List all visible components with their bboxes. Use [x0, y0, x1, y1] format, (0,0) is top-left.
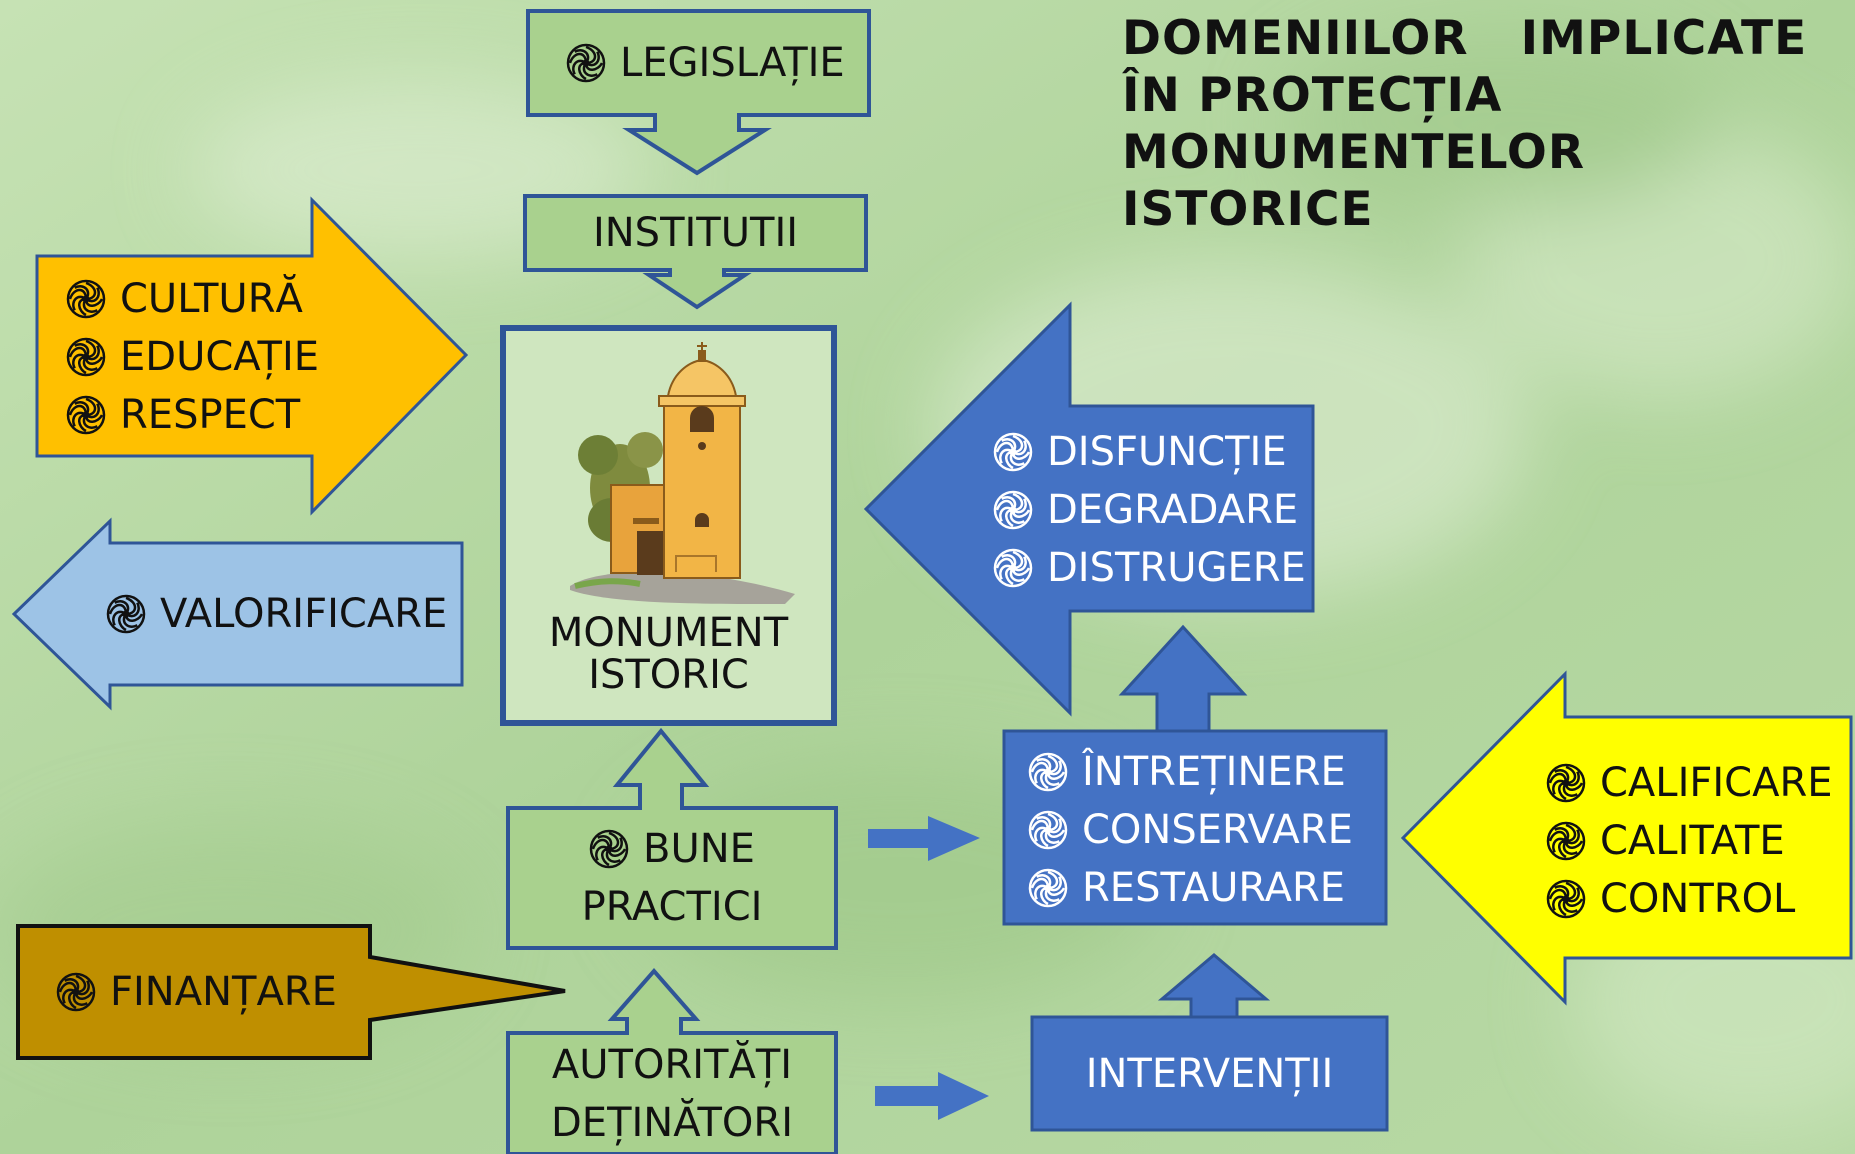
valorificare-text: VALORIFICARE	[160, 591, 448, 637]
interventii-up-arrow	[1157, 953, 1271, 1019]
monument-line: ISTORIC	[588, 652, 749, 698]
title-line: ÎN PROTECȚIA	[1122, 68, 1503, 123]
bune-to-intretinere-arrow	[868, 816, 980, 861]
church-illustration	[570, 342, 795, 604]
legislatie-label: LEGISLAȚIE	[566, 34, 845, 92]
intretinere-list: ÎNTREȚINERE CONSERVARE RESTAURARE	[1028, 743, 1353, 917]
swirl-bullet-icon	[1028, 752, 1068, 792]
autoritati-to-interventii-arrow	[875, 1072, 989, 1120]
degradare-item-text: DEGRADARE	[1047, 487, 1299, 533]
interventii-label: INTERVENȚII	[1032, 1045, 1387, 1103]
swirl-bullet-icon	[66, 395, 106, 435]
bune-text: BUNE	[643, 826, 755, 872]
list-item: EDUCAȚIE	[66, 328, 319, 386]
bune-practici-box	[506, 727, 838, 950]
list-item: CULTURĂ	[66, 270, 319, 328]
institutii-label: INSTITUTII	[525, 204, 866, 262]
swirl-bullet-icon	[566, 43, 606, 83]
disfunctie-item-text: DISFUNCȚIE	[1047, 429, 1287, 475]
autoritati-line: AUTORITĂȚI	[551, 1042, 793, 1088]
swirl-bullet-icon	[993, 548, 1033, 588]
respect-item-text: RESPECT	[120, 392, 301, 438]
list-item: CONSERVARE	[1028, 801, 1353, 859]
swirl-bullet-icon	[56, 972, 96, 1012]
conservare-item-text: CONSERVARE	[1082, 807, 1353, 853]
list-item: CALITATE	[1546, 812, 1833, 870]
legislatie-box	[526, 9, 871, 176]
valorificare-label: VALORIFICARE	[106, 585, 447, 643]
finantare-text: FINANȚARE	[110, 969, 337, 1015]
list-item: RESTAURARE	[1028, 859, 1353, 917]
title-line: MONUMENTELOR	[1122, 125, 1586, 180]
disfunctie-list: DISFUNCȚIE DEGRADARE DISTRUGERE	[993, 423, 1306, 597]
list-item: DEGRADARE	[993, 481, 1306, 539]
swirl-bullet-icon	[66, 279, 106, 319]
finantare-label: FINANȚARE	[56, 963, 337, 1021]
intretinere-box	[1002, 729, 1388, 926]
finantare-arrow	[16, 924, 566, 1060]
interventii-box	[1030, 1015, 1389, 1132]
swirl-bullet-icon	[993, 432, 1033, 472]
swirl-bullet-icon	[1546, 821, 1586, 861]
swirl-bullet-icon	[1028, 868, 1068, 908]
restaurare-item-text: RESTAURARE	[1082, 865, 1346, 911]
intretinere-up-arrow	[1118, 624, 1248, 733]
autoritati-box	[506, 967, 838, 1154]
monument-line: MONUMENT	[548, 610, 789, 656]
institutii-box	[523, 194, 868, 310]
institutii-text: INSTITUTII	[592, 210, 799, 256]
calificare-list: CALIFICARE CALITATE CONTROL	[1546, 754, 1833, 928]
disfunctie-arrow	[863, 301, 1315, 717]
list-item: CONTROL	[1546, 870, 1833, 928]
swirl-bullet-icon	[1546, 879, 1586, 919]
distrugere-item-text: DISTRUGERE	[1047, 545, 1306, 591]
list-item: CALIFICARE	[1546, 754, 1833, 812]
cultura-arrow	[35, 196, 469, 516]
educatie-item-text: EDUCAȚIE	[120, 334, 320, 380]
autoritati-label: AUTORITĂȚI DEȚINĂTORI	[508, 1036, 836, 1152]
cultura-list: CULTURĂ EDUCAȚIE RESPECT	[66, 270, 319, 444]
list-item: DISTRUGERE	[993, 539, 1306, 597]
calitate-item-text: CALITATE	[1600, 818, 1785, 864]
legislatie-text: LEGISLAȚIE	[620, 40, 845, 86]
swirl-bullet-icon	[1546, 763, 1586, 803]
swirl-bullet-icon	[106, 594, 146, 634]
control-item-text: CONTROL	[1600, 876, 1796, 922]
diagram-title: DOMENIILOR IMPLICATE ÎN PROTECȚIA MONUME…	[1122, 10, 1807, 238]
valorificare-arrow	[11, 517, 464, 711]
calificare-item-text: CALIFICARE	[1600, 760, 1833, 806]
swirl-bullet-icon	[589, 829, 629, 869]
title-line: DOMENIILOR IMPLICATE	[1122, 11, 1808, 66]
detinatori-line: DEȚINĂTORI	[551, 1100, 793, 1146]
calificare-arrow	[1400, 670, 1853, 1006]
interventii-text: INTERVENȚII	[1085, 1051, 1334, 1097]
swirl-bullet-icon	[993, 490, 1033, 530]
list-item: RESPECT	[66, 386, 319, 444]
swirl-bullet-icon	[1028, 810, 1068, 850]
intretinere-item-text: ÎNTREȚINERE	[1082, 749, 1346, 795]
list-item: DISFUNCȚIE	[993, 423, 1306, 481]
cultura-item-text: CULTURĂ	[120, 276, 303, 322]
swirl-bullet-icon	[66, 337, 106, 377]
monument-label: MONUMENT ISTORIC	[503, 612, 834, 696]
bune-practici-label: BUNE PRACTICI	[508, 820, 836, 936]
title-line: ISTORICE	[1122, 182, 1374, 237]
practici-text: PRACTICI	[581, 884, 763, 930]
list-item: ÎNTREȚINERE	[1028, 743, 1353, 801]
